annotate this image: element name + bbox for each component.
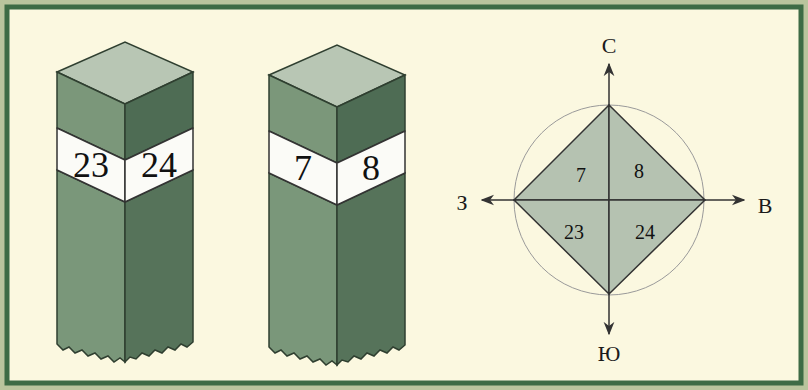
band-face: 7: [269, 131, 337, 205]
number-label: 7: [294, 150, 312, 186]
number-label: 23: [564, 222, 584, 242]
diamond-quadrant: 8: [609, 105, 705, 200]
compass-direction: С: [602, 35, 617, 57]
number-label: 24: [141, 147, 177, 183]
number-label: 7: [576, 165, 586, 185]
band-face: 24: [125, 128, 193, 202]
compass-direction: З: [456, 192, 467, 214]
number-label: 8: [634, 161, 644, 181]
diamond-quadrant-shape: [609, 200, 705, 294]
diamond-quadrant-shape: [609, 105, 705, 200]
diamond-quadrant: 24: [609, 200, 705, 294]
compass-direction: Ю: [598, 343, 621, 365]
pillar: [269, 45, 405, 365]
number-label: 24: [635, 222, 655, 242]
pillar: [57, 42, 193, 362]
diamond-quadrant: 23: [514, 200, 609, 294]
diamond-quadrant-shape: [514, 105, 609, 200]
number-label: 23: [73, 147, 109, 183]
compass-direction: В: [758, 195, 773, 217]
number-label: 8: [362, 150, 380, 186]
band-face: 23: [57, 128, 125, 202]
frame: [7, 7, 801, 383]
diamond-quadrant-shape: [514, 200, 609, 294]
band-face: 8: [337, 131, 405, 205]
diamond-quadrant: 7: [514, 105, 609, 200]
compass-circle: [514, 105, 704, 295]
